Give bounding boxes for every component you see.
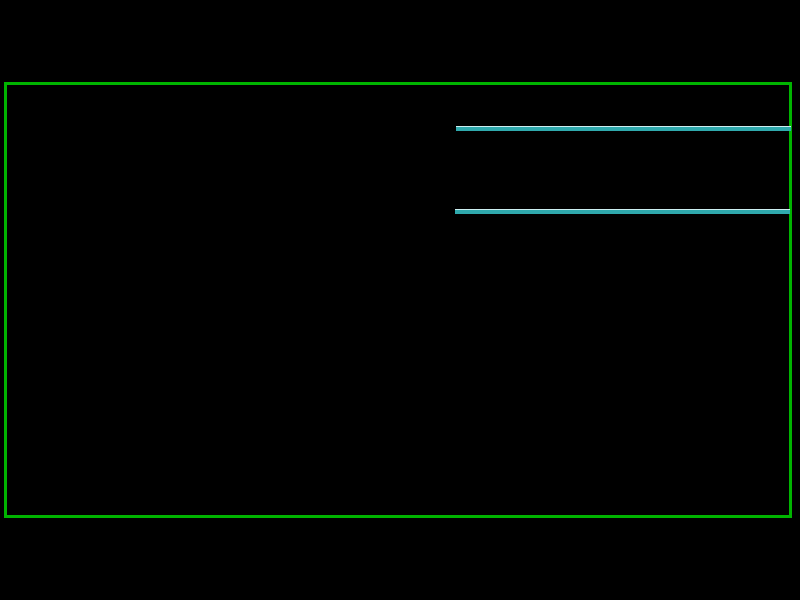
teal-line-upper: [456, 126, 791, 131]
teal-line-lower: [455, 209, 790, 214]
green-frame-outline: [4, 82, 792, 518]
